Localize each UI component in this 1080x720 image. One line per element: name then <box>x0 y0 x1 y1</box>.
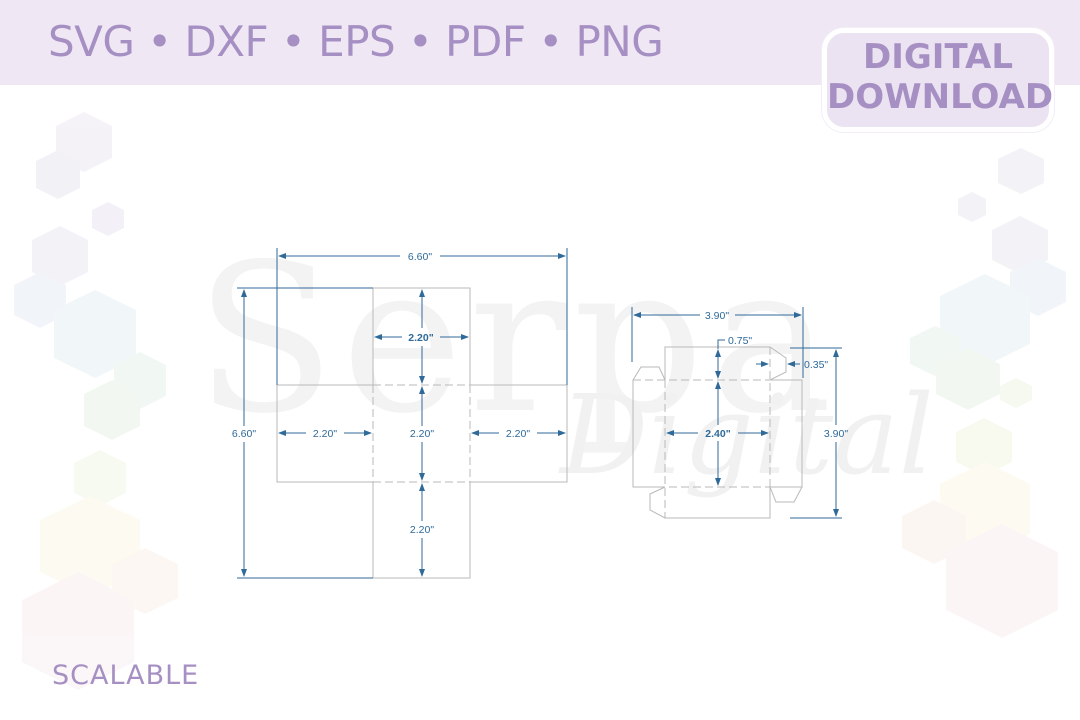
panel-width-label: 2.40" <box>705 428 730 440</box>
tuck-box-template: 3.90" 0.75" 0.35" 2.40" 3.90" <box>631 307 848 519</box>
overall-width-label: 6.60" <box>408 251 432 263</box>
tuck-overall-width-label: 3.90" <box>705 310 729 322</box>
badge-line-2: DOWNLOAD <box>827 77 1054 117</box>
overall-height-label: 6.60" <box>232 428 256 440</box>
center-panel-height-label: 2.20" <box>410 428 434 440</box>
watermark-script-text: Digital <box>560 371 934 499</box>
tab-width-label: 0.35" <box>804 359 828 371</box>
watermark-brand-text: Serpa <box>195 221 839 459</box>
bottom-panel-height-label: 2.20" <box>410 524 434 536</box>
scalable-label: SCALABLE <box>52 660 200 691</box>
cross-box-template: 6.60" 6.60" 2.20" 2.20" 2.20" 2.20" 2.20… <box>232 248 568 579</box>
digital-download-badge: DIGITAL DOWNLOAD <box>822 28 1054 132</box>
file-formats-heading: SVG • DXF • EPS • PDF • PNG <box>48 17 664 66</box>
right-panel-width-label: 2.20" <box>506 428 530 440</box>
tuck-overall-height-label: 3.90" <box>824 428 848 440</box>
flap-height-label: 0.75" <box>728 335 752 347</box>
top-panel-width-label: 2.20" <box>408 332 433 344</box>
badge-line-1: DIGITAL <box>863 37 1013 77</box>
left-panel-width-label: 2.20" <box>313 428 337 440</box>
